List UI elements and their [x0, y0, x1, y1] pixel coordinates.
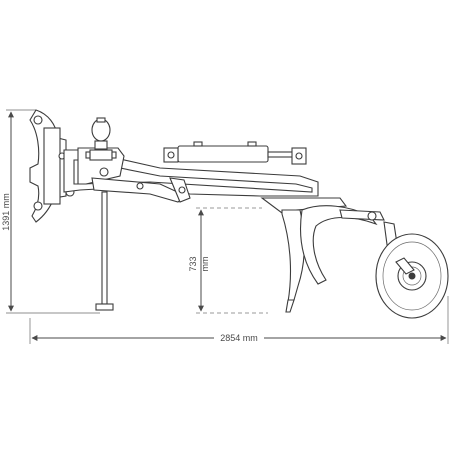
- stand-leg: [101, 191, 108, 305]
- valve-fitting-left: [85, 151, 91, 159]
- cylinder-rear-pin: [167, 151, 175, 159]
- length-dimension: 2854 mm: [29, 296, 449, 344]
- valve-body: [94, 140, 108, 150]
- hitch-pin-top: [33, 115, 43, 125]
- lower-height-dimension: 733 mm: [188, 207, 268, 314]
- wheel-hub-bracket: [395, 257, 415, 275]
- hydraulic-cylinder: [163, 141, 307, 165]
- wheel-arm-link: [339, 209, 385, 221]
- lower-height-unit: mm: [200, 257, 210, 272]
- cylinder-port-2: [247, 141, 257, 147]
- frame-pin-1: [99, 167, 109, 177]
- height-dimension: 1391 mm: [1, 109, 100, 314]
- hitch-pin-bottom: [33, 201, 43, 211]
- parking-stand: [95, 191, 114, 311]
- cylinder-barrel: [177, 145, 269, 163]
- wheel-hub: [408, 272, 416, 280]
- length-dimension-label: 2854 mm: [220, 333, 258, 343]
- cylinder-front-pin: [295, 152, 303, 160]
- frame-pin-2: [136, 182, 144, 190]
- tine-point: [285, 299, 295, 313]
- valve-block: [89, 149, 113, 161]
- height-dimension-label: 1391 mm: [1, 193, 11, 231]
- lower-link: [91, 177, 188, 203]
- accumulator-cap: [96, 117, 106, 123]
- frame-pin-3: [178, 186, 186, 194]
- wheel-tyre-inner: [382, 241, 442, 311]
- hitch-mast: [43, 127, 61, 205]
- lower-height-value: 733: [188, 256, 198, 271]
- wheel-arm-curve: [300, 205, 378, 285]
- length-label-backdrop: [214, 331, 264, 343]
- stand-foot: [95, 303, 114, 311]
- wheel-arm-pivot: [367, 211, 377, 221]
- valve-fitting-right: [111, 151, 117, 159]
- cylinder-port-1: [193, 141, 203, 147]
- hydraulic-accumulator: [85, 117, 117, 161]
- depth-wheel: [375, 233, 449, 319]
